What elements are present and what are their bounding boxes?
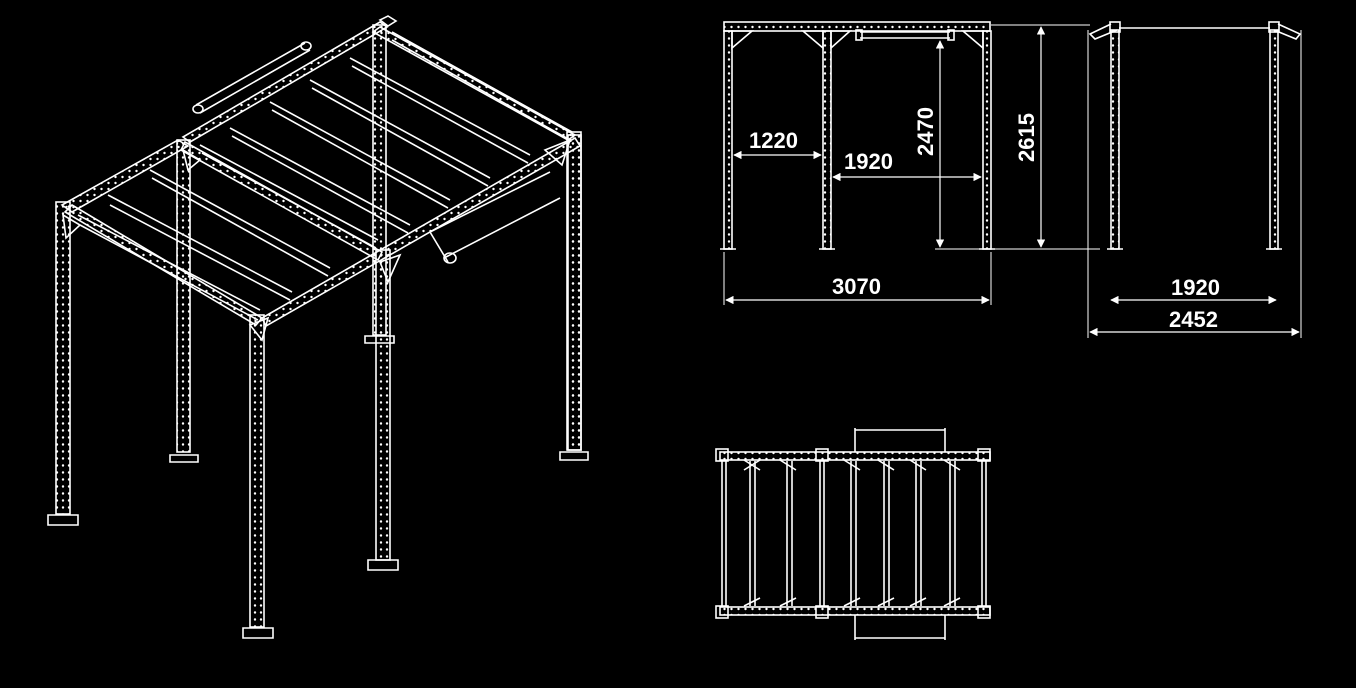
front-pullup-bar xyxy=(855,29,955,41)
dim-label-1220: 1220 xyxy=(749,128,798,153)
dim-label-2615: 2615 xyxy=(1014,113,1039,162)
back-top-beam xyxy=(181,15,577,143)
front-elevation xyxy=(720,21,1100,305)
plan-top-beam xyxy=(719,451,991,461)
front-top-beam xyxy=(60,136,582,328)
front-post-left xyxy=(723,30,733,250)
isometric-view xyxy=(47,15,589,639)
pullup-bar-back xyxy=(192,41,312,114)
plan-rungs xyxy=(721,461,987,606)
front-right-post xyxy=(566,131,582,451)
dim-label-2452: 2452 xyxy=(1169,307,1218,332)
front-top-beam-elev xyxy=(723,21,991,32)
pullup-bar-front xyxy=(429,171,561,264)
back-left-post xyxy=(169,139,199,463)
monkey-bar-rungs xyxy=(77,31,573,321)
plan-bottom-beam xyxy=(719,606,991,616)
dim-label-1920-front: 1920 xyxy=(844,149,893,174)
plan-view xyxy=(715,428,991,640)
side-elevation xyxy=(1087,21,1302,338)
corner-gussets xyxy=(61,138,572,342)
dim-label-2470: 2470 xyxy=(913,107,938,156)
front-center-post xyxy=(367,249,399,571)
plan-pullup-bar-bottom xyxy=(854,615,946,640)
front-post-right xyxy=(982,30,992,250)
front-middle-post xyxy=(242,314,274,639)
side-left-pullup xyxy=(1088,23,1118,40)
front-post-middle xyxy=(822,30,832,250)
dim-label-1920-side: 1920 xyxy=(1171,275,1220,300)
side-right-pullup xyxy=(1273,23,1302,40)
front-left-post xyxy=(47,201,79,526)
side-post-left xyxy=(1110,29,1120,250)
dim-label-3070: 3070 xyxy=(832,274,881,299)
side-post-right xyxy=(1269,29,1279,250)
plan-pullup-bar-top xyxy=(854,428,946,452)
